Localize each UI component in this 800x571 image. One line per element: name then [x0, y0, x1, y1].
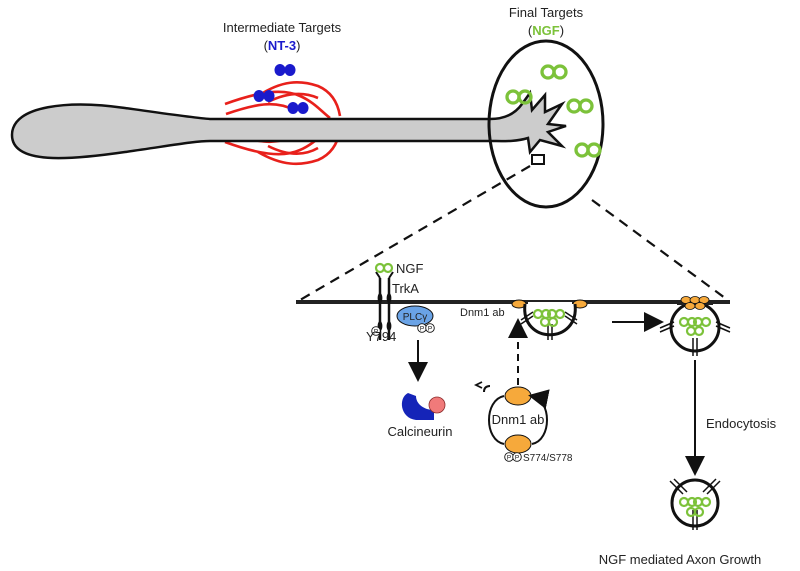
clathrin-pit	[511, 299, 588, 340]
dynamin-cycle	[473, 318, 550, 462]
dnm1-ab-cycle-label: Dnm1 ab	[492, 412, 545, 427]
dynamin-phospho	[504, 434, 532, 454]
plc-label: PLCγ	[403, 312, 427, 323]
trka-label: TrkA	[392, 281, 419, 296]
zoom-line-right	[591, 199, 726, 299]
nt3-dimers	[253, 64, 309, 114]
budding-vesicle	[659, 296, 731, 356]
zoom-region-box	[531, 154, 545, 165]
plc-gamma	[396, 305, 434, 327]
outcome-label: NGF mediated Axon Growth	[599, 552, 762, 567]
y794-label: Y794	[366, 329, 396, 344]
dnm1-ab-membrane-label: Dnm1 ab	[460, 307, 505, 319]
zoom-line-left	[299, 165, 531, 301]
nt3-label: (NT-3)	[264, 38, 301, 53]
phospho-sites-label: S774/S778	[523, 453, 573, 464]
ngf-bound-dimer	[374, 262, 394, 274]
dynamin-dephospho	[504, 386, 532, 406]
trka-receptor	[371, 271, 394, 340]
ngf-receptor-label: NGF	[396, 261, 424, 276]
ngf-target-label: (NGF)	[528, 23, 564, 38]
final-target-tissue	[487, 39, 605, 209]
calcineurin	[401, 393, 446, 420]
neuron-axon	[10, 89, 567, 160]
intermediate-targets-label: Intermediate Targets	[223, 20, 342, 35]
endocytosis-label: Endocytosis	[706, 416, 777, 431]
final-targets-label: Final Targets	[509, 5, 584, 20]
endosome	[669, 478, 721, 530]
calcineurin-label: Calcineurin	[387, 424, 452, 439]
